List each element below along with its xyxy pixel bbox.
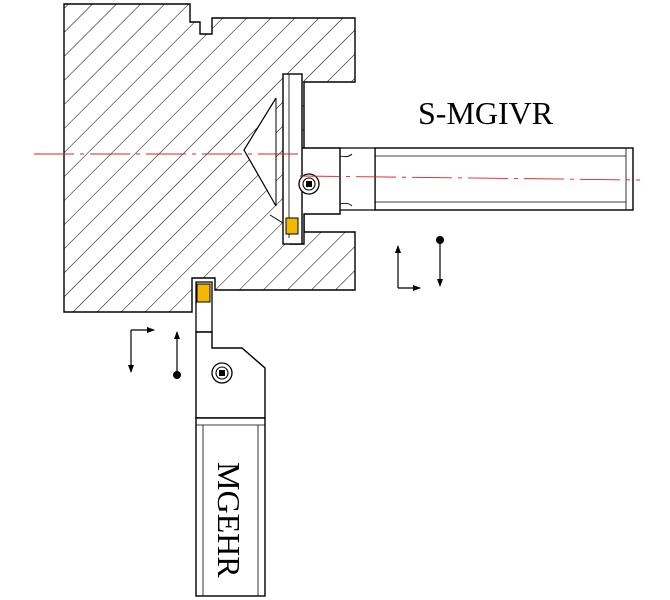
clamp-screw-icon xyxy=(211,362,233,384)
external-tool-label: MGEHR xyxy=(211,462,247,578)
centerline xyxy=(34,153,641,181)
clamp-screw-icon xyxy=(298,173,320,195)
feed-direction-arrows-icon xyxy=(395,236,444,291)
boring-tool-label: S-MGIVR xyxy=(418,95,554,131)
external-tool-mgehr xyxy=(195,281,266,597)
workpiece-section xyxy=(63,3,356,313)
feed-direction-arrows-icon xyxy=(128,327,181,379)
